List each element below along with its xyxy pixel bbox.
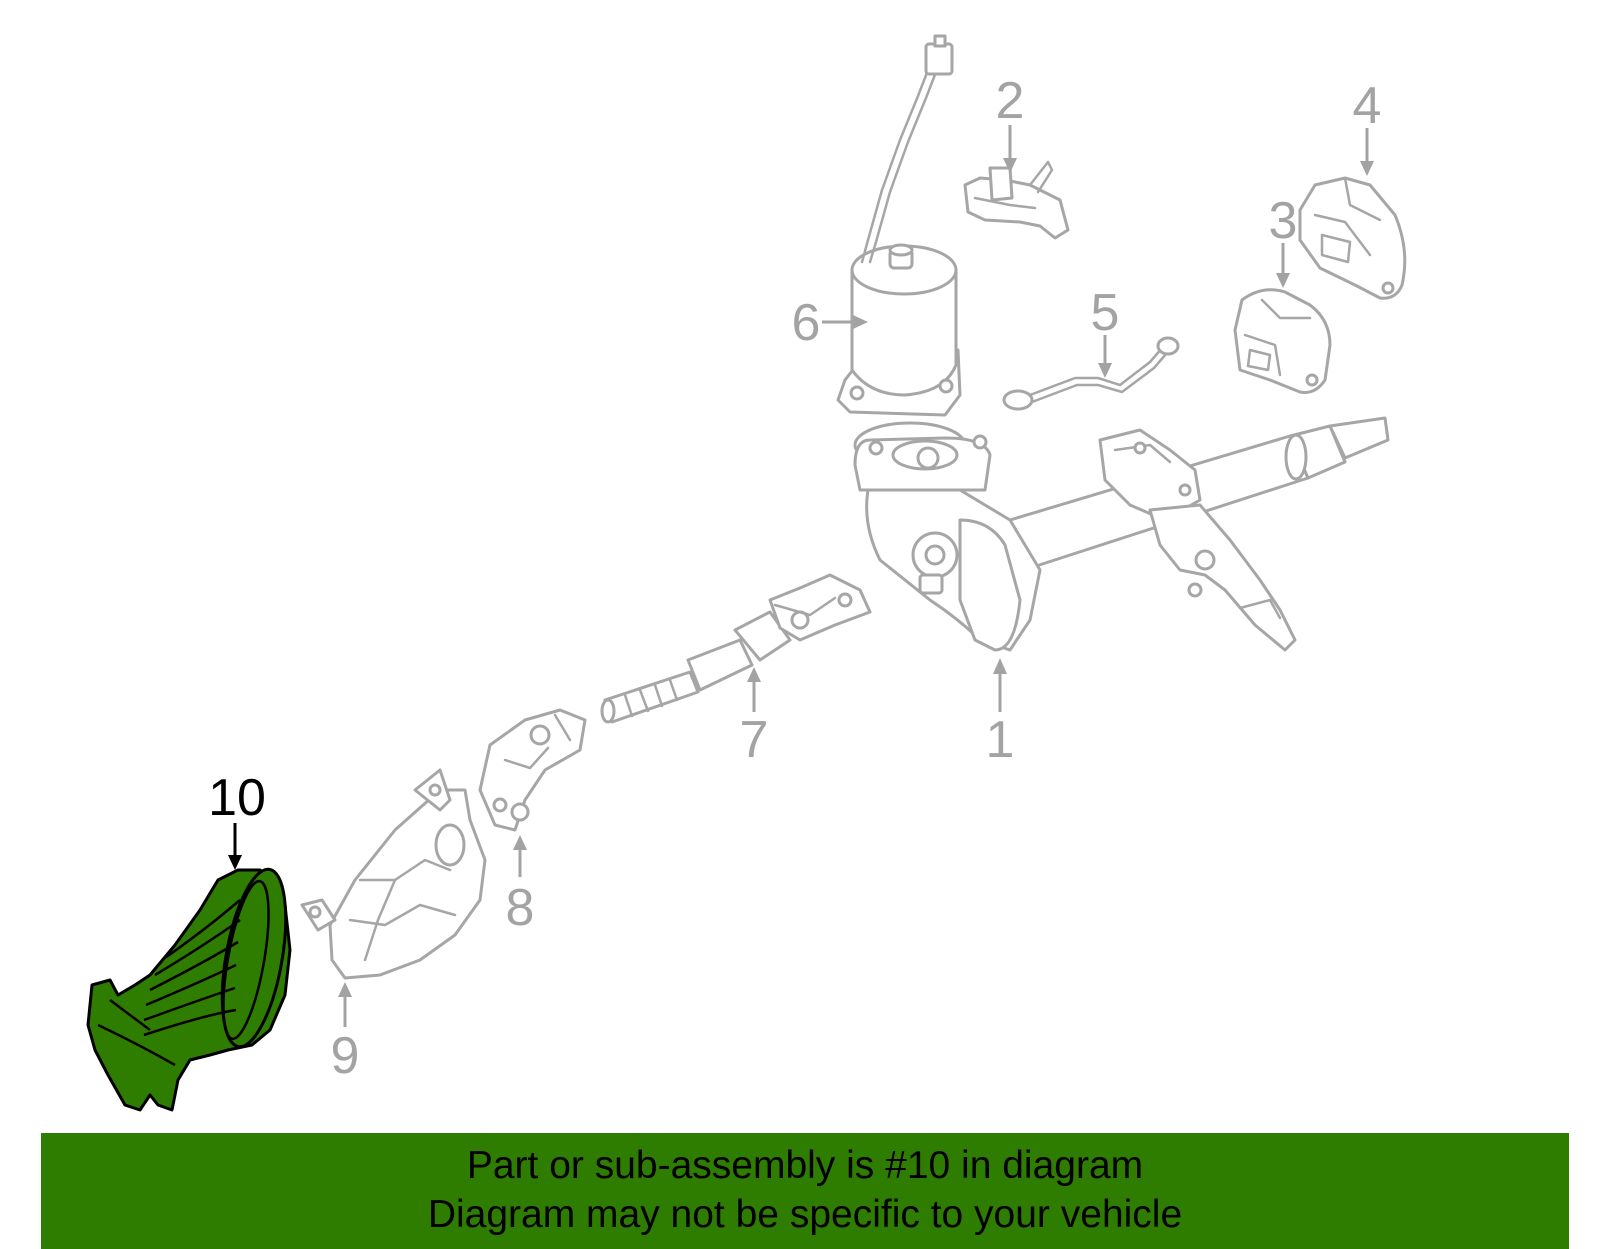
callout-6: 6 — [792, 294, 868, 352]
callout-1: 1 — [986, 658, 1015, 769]
callout-label-4: 4 — [1353, 77, 1382, 135]
info-banner: Part or sub-assembly is #10 in diagram D… — [41, 1133, 1569, 1249]
callout-label-1: 1 — [986, 711, 1015, 769]
callout-2: 2 — [996, 72, 1025, 173]
callout-label-9: 9 — [331, 1027, 360, 1085]
part-7-shaft[interactable] — [600, 573, 872, 724]
callout-label-6: 6 — [792, 294, 821, 352]
callout-label-5: 5 — [1091, 284, 1120, 342]
callout-label-7: 7 — [740, 711, 769, 769]
callout-label-3: 3 — [1269, 192, 1298, 250]
callout-label-8: 8 — [506, 879, 535, 937]
callout-7: 7 — [740, 667, 769, 769]
part-9-cover[interactable] — [300, 768, 487, 980]
callout-label-2: 2 — [996, 72, 1025, 130]
banner-line-2: Diagram may not be specific to your vehi… — [427, 1193, 1183, 1236]
part-2-sensor[interactable] — [963, 160, 1070, 240]
banner-line-1: Part or sub-assembly is #10 in diagram — [466, 1144, 1144, 1187]
part-6-wire — [860, 34, 954, 264]
callout-3: 3 — [1269, 192, 1298, 288]
part-3-switch[interactable] — [1233, 288, 1332, 394]
callout-10: 10 — [208, 769, 266, 870]
part-10-boot[interactable] — [86, 865, 297, 1112]
part-1-column[interactable] — [853, 416, 1390, 652]
part-5-strap[interactable] — [1002, 336, 1180, 411]
callout-4: 4 — [1353, 77, 1382, 176]
part-8-ujoint[interactable] — [478, 708, 587, 832]
callout-9: 9 — [331, 982, 360, 1085]
part-6-motor[interactable] — [836, 243, 962, 417]
callout-5: 5 — [1091, 284, 1120, 378]
part-4-cover[interactable] — [1298, 176, 1407, 300]
callout-label-10: 10 — [208, 769, 266, 827]
callout-8: 8 — [506, 835, 535, 937]
